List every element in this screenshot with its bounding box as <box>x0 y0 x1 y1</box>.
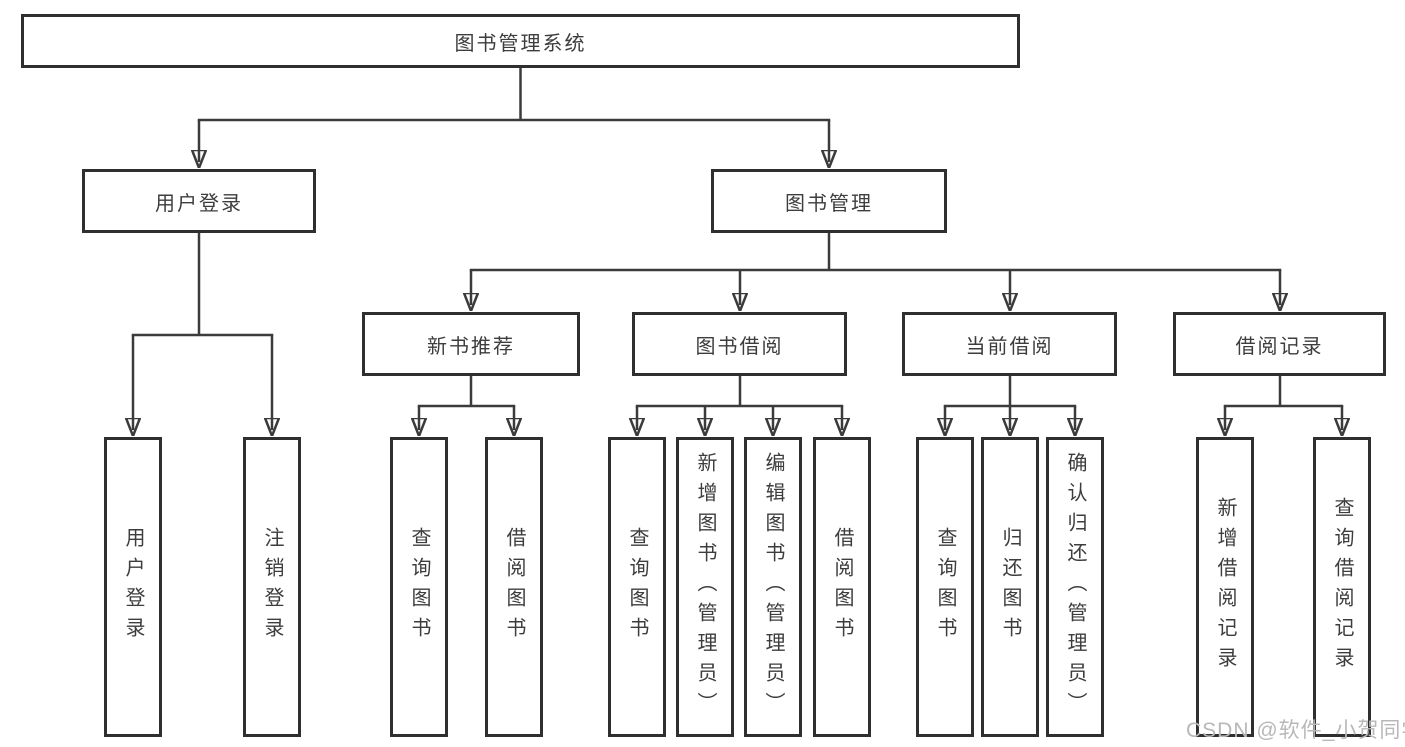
leaf-current-return-books: 归还图书 <box>981 437 1039 737</box>
node-label: 用户登录 <box>155 192 243 215</box>
csdn-watermark: CSDN @软件_小贺同学 <box>1186 719 1405 742</box>
node-library-system: 图书管理系统 <box>21 14 1020 68</box>
connector-root-to-level2 <box>199 68 829 162</box>
leaf-borrow-borrow-books: 借阅图书 <box>813 437 871 737</box>
leaf-logout: 注销登录 <box>243 437 301 737</box>
leaf-label: 新增图书（管理员） <box>694 452 716 722</box>
leaf-label: 新增借阅记录 <box>1214 497 1236 677</box>
connector-newbooks-to-leaves <box>419 376 514 430</box>
leaf-label: 借阅图书 <box>503 527 525 647</box>
node-borrow-records: 借阅记录 <box>1173 312 1386 376</box>
node-current-borrowing: 当前借阅 <box>902 312 1117 376</box>
node-label: 新书推荐 <box>427 335 515 358</box>
leaf-borrow-edit-books-admin: 编辑图书（管理员） <box>744 437 802 737</box>
leaf-label: 查询图书 <box>626 527 648 647</box>
leaf-label: 查询图书 <box>934 527 956 647</box>
node-label: 借阅记录 <box>1235 335 1324 358</box>
connector-records-to-leaves <box>1225 376 1342 430</box>
leaf-label: 查询借阅记录 <box>1331 497 1353 677</box>
connector-borrow-to-leaves <box>637 376 842 430</box>
connector-mgmt-to-level3 <box>471 233 1280 305</box>
leaf-label: 确认归还（管理员） <box>1064 452 1086 722</box>
connector-login-to-leaves <box>133 233 272 430</box>
leaf-current-confirm-return-admin: 确认归还（管理员） <box>1046 437 1104 737</box>
leaf-current-query-books: 查询图书 <box>916 437 974 737</box>
leaf-label: 借阅图书 <box>831 527 853 647</box>
leaf-records-query-record: 查询借阅记录 <box>1313 437 1371 737</box>
node-new-book-recommend: 新书推荐 <box>362 312 580 376</box>
leaf-label: 编辑图书（管理员） <box>762 452 784 722</box>
leaf-borrow-query-books: 查询图书 <box>608 437 666 737</box>
node-label: 图书借阅 <box>695 335 784 358</box>
leaf-newbooks-query-books: 查询图书 <box>390 437 448 737</box>
leaf-label: 用户登录 <box>122 527 144 647</box>
leaf-label: 查询图书 <box>408 527 430 647</box>
node-label: 图书管理系统 <box>454 32 587 55</box>
leaf-label: 注销登录 <box>261 527 283 647</box>
leaf-newbooks-borrow-books: 借阅图书 <box>485 437 543 737</box>
node-book-management: 图书管理 <box>711 169 947 233</box>
leaf-label: 归还图书 <box>999 527 1021 647</box>
leaf-records-add-record: 新增借阅记录 <box>1196 437 1254 737</box>
node-user-login: 用户登录 <box>82 169 316 233</box>
connector-current-to-leaves <box>945 376 1075 430</box>
node-label: 当前借阅 <box>965 335 1054 358</box>
leaf-borrow-add-books-admin: 新增图书（管理员） <box>676 437 734 737</box>
leaf-user-login: 用户登录 <box>104 437 162 737</box>
node-label: 图书管理 <box>785 192 873 215</box>
node-book-borrowing: 图书借阅 <box>632 312 847 376</box>
